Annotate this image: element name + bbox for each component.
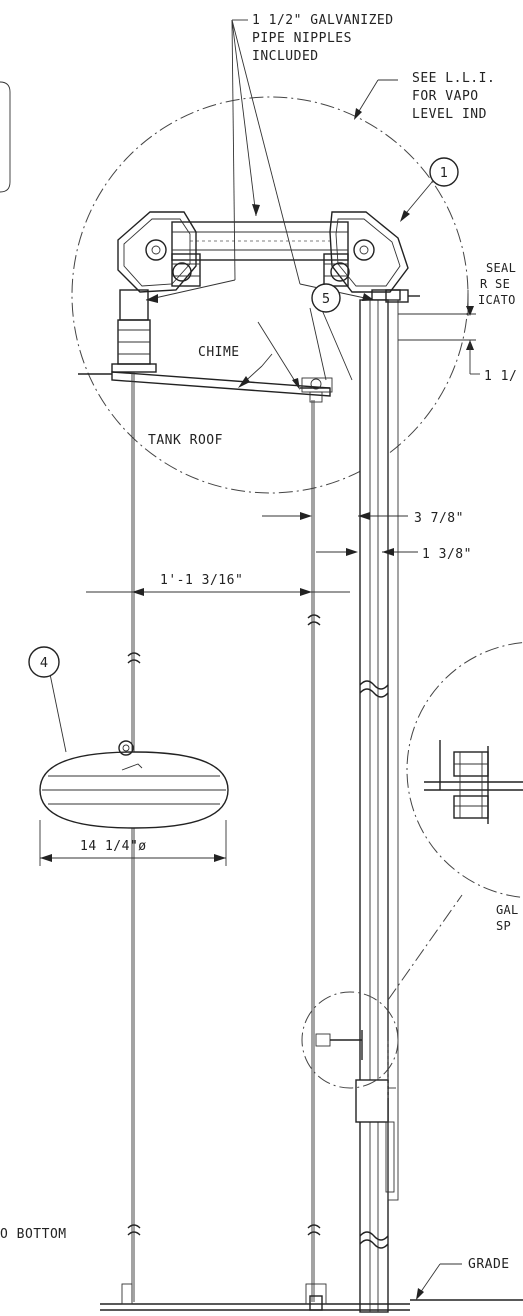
pipe-nipples-note-1: 1 1/2" GALVANIZED (252, 13, 394, 28)
leader-lines (49, 19, 480, 1300)
dim-14-1-4: 14 1/4"ø (80, 839, 147, 854)
dim-1-1: 1 1/ (484, 369, 517, 384)
callout-5-circle (311, 283, 341, 313)
callout-4-circle (28, 646, 60, 678)
float (39, 740, 229, 866)
galv-note-1: GAL (496, 903, 519, 917)
seal-note-3: ICATO (478, 293, 516, 307)
tank-roof-label: TANK ROOF (148, 433, 223, 448)
dimension-lines (40, 512, 418, 862)
callout-5: 5 (322, 292, 330, 307)
guide-column (355, 289, 420, 1313)
tape-cables (127, 372, 321, 1302)
see-lli-note-2: FOR VAPO (412, 89, 479, 104)
galv-note-2: SP (496, 919, 511, 933)
pipe-nipples-note-2: PIPE NIPPLES (252, 31, 352, 46)
bottom-base (100, 1283, 523, 1311)
dim-1-3-8: 1 3/8" (422, 547, 472, 562)
callout-4: 4 (40, 656, 48, 671)
dim-1-1-3-16: 1'-1 3/16" (160, 573, 243, 588)
see-lli-note-3: LEVEL IND (412, 107, 487, 122)
seal-note-2: R SE (480, 277, 510, 291)
detail-circle-small (301, 991, 399, 1089)
pipe-nipples-note-3: INCLUDED (252, 49, 319, 64)
bracket-detail-small (315, 1030, 363, 1060)
seal-note-1: SEAL (486, 261, 516, 275)
to-bottom-note: O BOTTOM (0, 1227, 67, 1242)
left-edge-fragment (0, 81, 11, 193)
callout-1-circle (429, 157, 459, 187)
grade-label: GRADE (468, 1257, 510, 1272)
callout-1: 1 (440, 166, 448, 181)
dim-3-7-8: 3 7/8" (414, 511, 464, 526)
chime-label: CHIME (198, 345, 240, 360)
gauge-head-assembly (111, 211, 409, 373)
tank-roof (78, 371, 333, 403)
bracket-detail-large (424, 740, 523, 824)
see-lli-note-1: SEE L.L.I. (412, 71, 495, 86)
